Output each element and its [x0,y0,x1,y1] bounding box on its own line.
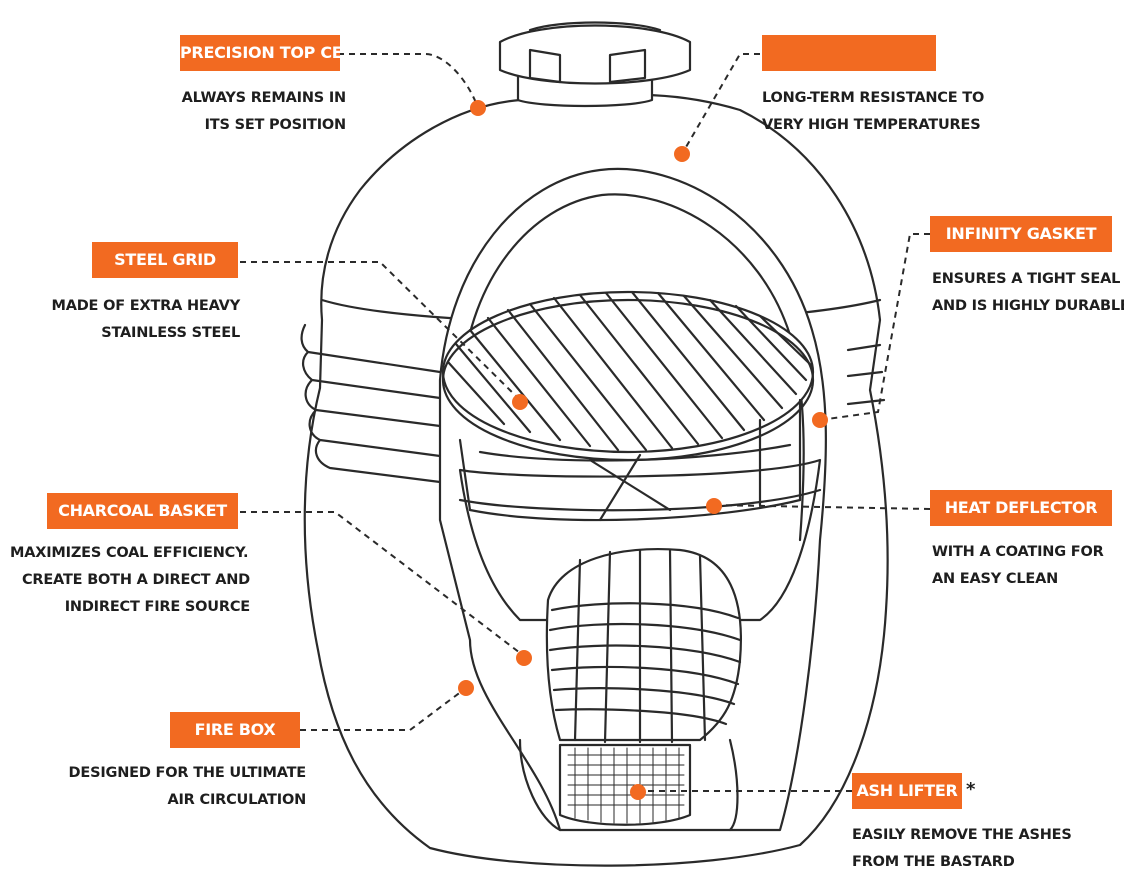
steel-grid-label: STEEL GRID [92,242,238,278]
leader-fire-box [300,687,467,731]
leader-lines [240,53,931,792]
leader-steel-grid [240,261,521,401]
charcoal-basket-illustration [545,548,742,744]
callout-dots [458,100,828,800]
firebox-bowl [458,458,822,622]
top-cap-illustration [498,21,692,108]
fire-box-dot [458,680,474,696]
leader-charcoal-basket [240,511,525,657]
infinity-gasket-label: INFINITY GASKET [930,216,1112,252]
band-rings [300,323,886,484]
ash-lifter-dot [630,784,646,800]
leader-heat-deflector [711,504,931,510]
leader-infinity-gasket [819,233,930,421]
infinity-gasket-dot [812,412,828,428]
ash-lifter-label: ASH LIFTER [852,773,962,809]
inner-supports [518,738,739,832]
heat-deflector-label: HEAT DEFLECTOR [930,490,1112,526]
ash-lifter-asterisk: * [966,779,976,800]
charcoal-basket-dot [516,650,532,666]
charcoal-basket-description: MAXIMIZES COAL EFFICIENCY. CREATE BOTH A… [10,545,250,615]
steel-grid-illustration [441,290,815,462]
heat-deflector-dot [706,498,722,514]
firebox-rim [458,488,822,512]
top-cap-dot [470,100,486,116]
cutaway-inner-edge [460,193,805,542]
fire-box-label: FIRE BOX [170,712,300,748]
heat-deflector-illustration [458,398,802,522]
ceramic-dot [674,146,690,162]
top-cap-label: PRECISION TOP CE [180,35,340,71]
ash-lifter-illustration [558,743,692,826]
ceramic-label [762,35,936,71]
charcoal-basket-label: CHARCOAL BASKET [47,493,238,529]
leader-top-cap [338,53,479,109]
steel-grid-dot [512,394,528,410]
kamado-grill-illustration [300,21,889,867]
